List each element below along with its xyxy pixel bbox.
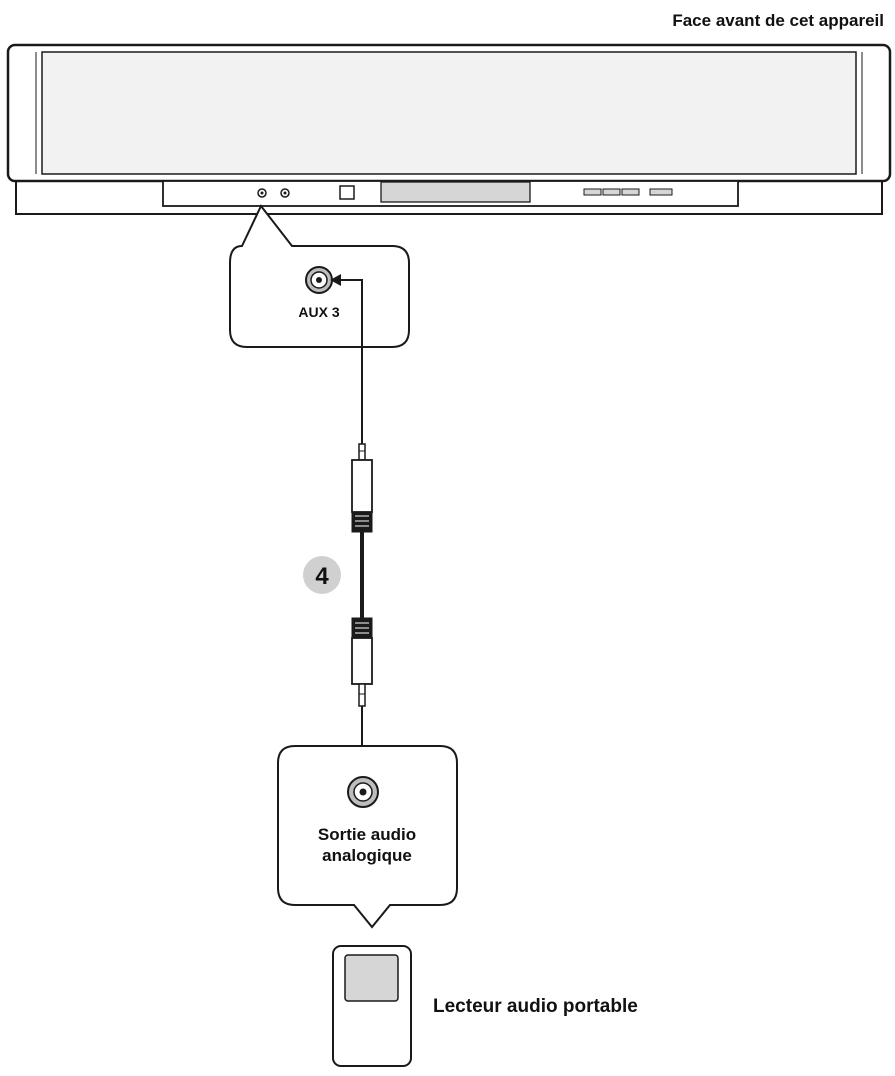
output-label-line2: analogique bbox=[322, 846, 412, 865]
output-jack-icon bbox=[347, 776, 379, 808]
upper-plug bbox=[351, 459, 373, 513]
player-screen bbox=[344, 954, 399, 1002]
diagram-title: Face avant de cet appareil bbox=[672, 11, 884, 30]
audio-cable bbox=[330, 274, 373, 776]
soundbar-unit bbox=[6, 43, 892, 215]
aux-jack-icon bbox=[305, 266, 333, 294]
sensor-window bbox=[339, 185, 355, 200]
step-badge: 4 bbox=[303, 556, 341, 594]
step-number: 4 bbox=[315, 563, 329, 590]
player-label: Lecteur audio portable bbox=[433, 996, 638, 1017]
panel-button bbox=[602, 188, 621, 196]
display-window bbox=[380, 181, 531, 203]
panel-button bbox=[583, 188, 602, 196]
portable-player bbox=[332, 945, 412, 1067]
output-label-line1: Sortie audio bbox=[318, 825, 416, 844]
panel-button bbox=[621, 188, 640, 196]
aux-label: AUX 3 bbox=[298, 304, 339, 320]
output-callout bbox=[277, 745, 458, 929]
panel-button bbox=[649, 188, 673, 196]
lower-plug bbox=[351, 637, 373, 685]
arrow-to-aux bbox=[330, 274, 341, 286]
soundbar-grille bbox=[41, 51, 857, 175]
cable-upper bbox=[336, 279, 363, 444]
